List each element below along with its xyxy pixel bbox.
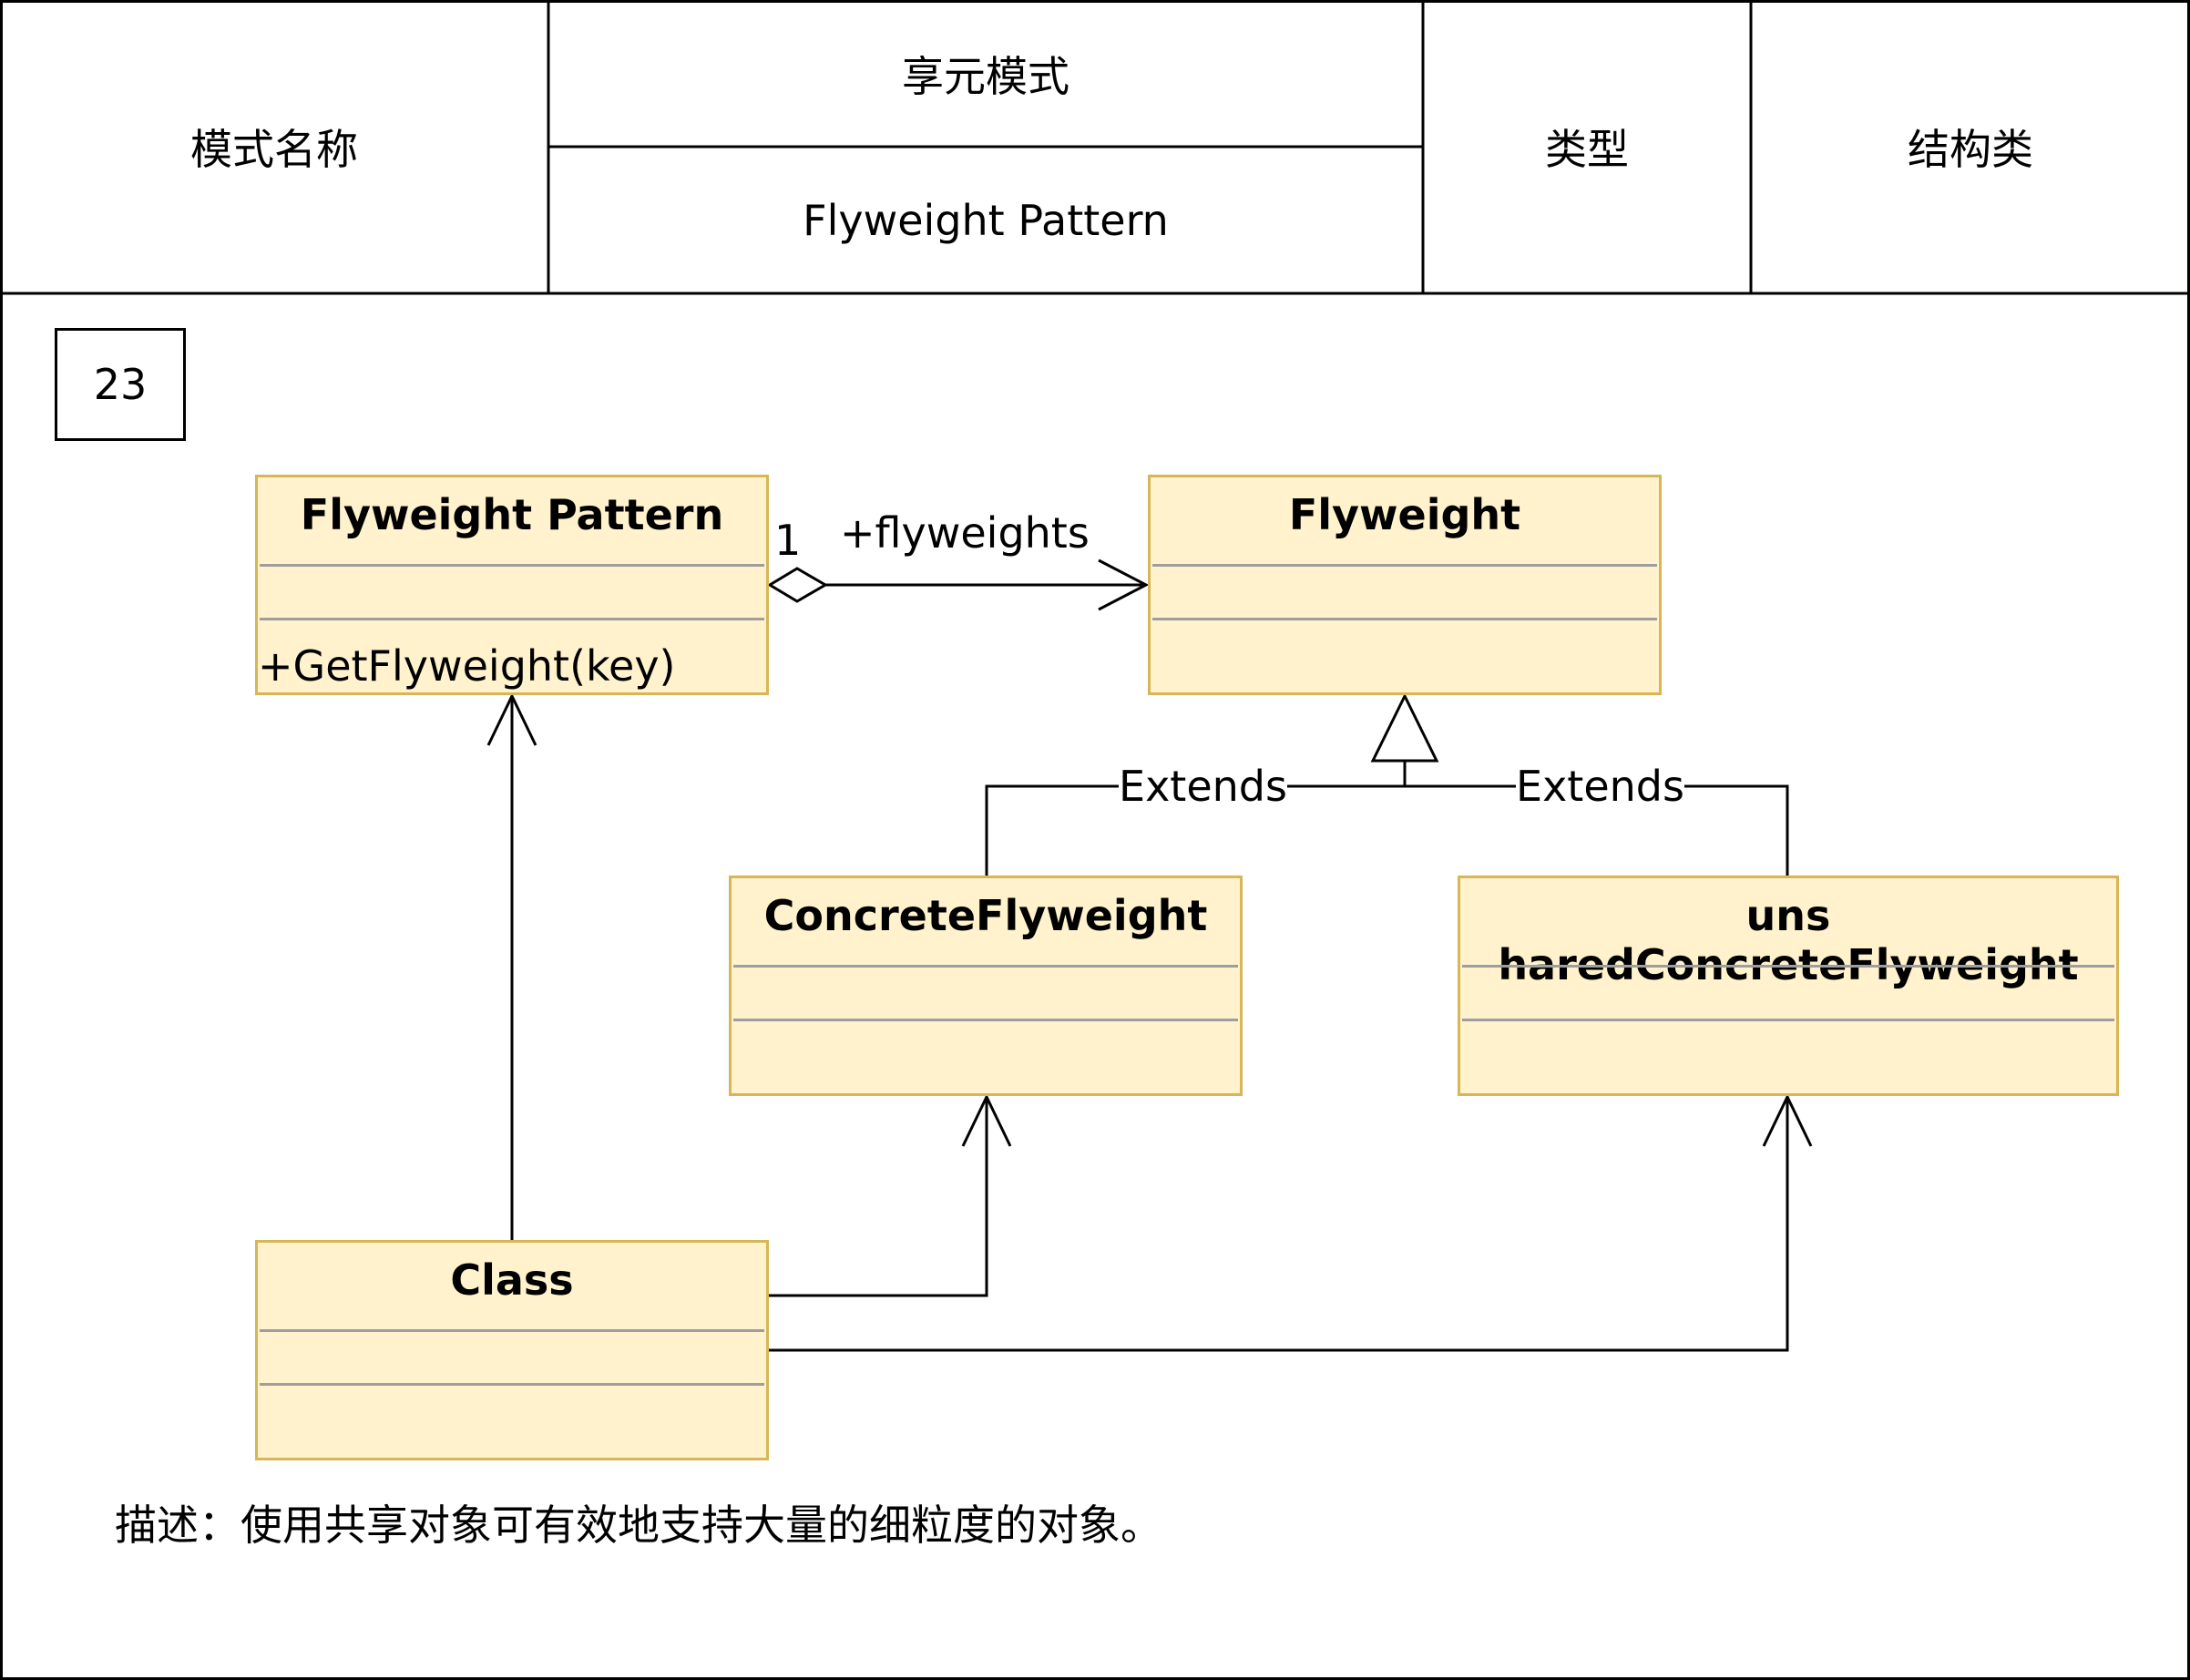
- class-separator: [260, 1329, 764, 1332]
- class-title: Flyweight Pattern: [300, 490, 724, 539]
- pattern-number-badge: 23: [55, 328, 186, 441]
- aggregation-role-label: +flyweights: [840, 508, 1090, 558]
- class-separator: [260, 564, 764, 567]
- open-arrowhead: [1098, 558, 1150, 611]
- class-separator: [260, 618, 764, 620]
- pattern-description: 描述：使用共享对象可有效地支持大量的细粒度的对象。: [115, 1501, 1162, 1550]
- class-concrete-flyweight[interactable]: ConcreteFlyweight: [729, 876, 1243, 1096]
- class-flyweight[interactable]: Flyweight: [1148, 475, 1662, 695]
- mode-name-label: 模式名称: [190, 125, 358, 174]
- aggregation-diamond: [767, 567, 828, 603]
- aggregation-multiplicity: 1: [774, 516, 802, 565]
- class-title: Class: [450, 1255, 574, 1305]
- class-title: Flyweight: [1288, 490, 1521, 539]
- type-label: 类型: [1545, 125, 1629, 174]
- dependency-edge-3: [767, 1093, 1813, 1352]
- inheritance-triangle: [1370, 692, 1439, 763]
- class-separator: [1462, 1019, 2114, 1021]
- generalization-edges: [985, 692, 1789, 876]
- class-separator: [1462, 965, 2114, 968]
- pattern-name-cn: 享元模式: [902, 51, 1069, 101]
- class-separator: [1152, 618, 1657, 620]
- class-title: uns haredConcreteFlyweight: [1498, 891, 2079, 989]
- class-separator: [733, 1019, 1238, 1021]
- extends-label-left: Extends: [1119, 762, 1287, 811]
- class-flyweight-pattern[interactable]: Flyweight Pattern +GetFlyweight(key): [255, 475, 769, 695]
- dependency-edge-2: [767, 1093, 1012, 1297]
- class-client[interactable]: Class: [255, 1240, 769, 1460]
- class-separator: [733, 965, 1238, 968]
- class-unshared-concrete-flyweight[interactable]: uns haredConcreteFlyweight: [1458, 876, 2119, 1096]
- aggregation-edge: [767, 558, 1150, 611]
- pattern-name-en: Flyweight Pattern: [803, 195, 1169, 245]
- class-separator: [260, 1383, 764, 1386]
- class-title: ConcreteFlyweight: [763, 891, 1208, 940]
- type-value: 结构类: [1908, 125, 2033, 174]
- class-separator: [1152, 564, 1657, 567]
- extends-label-right: Extends: [1516, 762, 1684, 811]
- dependency-edge-1: [486, 692, 537, 1241]
- class-operation: +GetFlyweight(key): [258, 641, 676, 691]
